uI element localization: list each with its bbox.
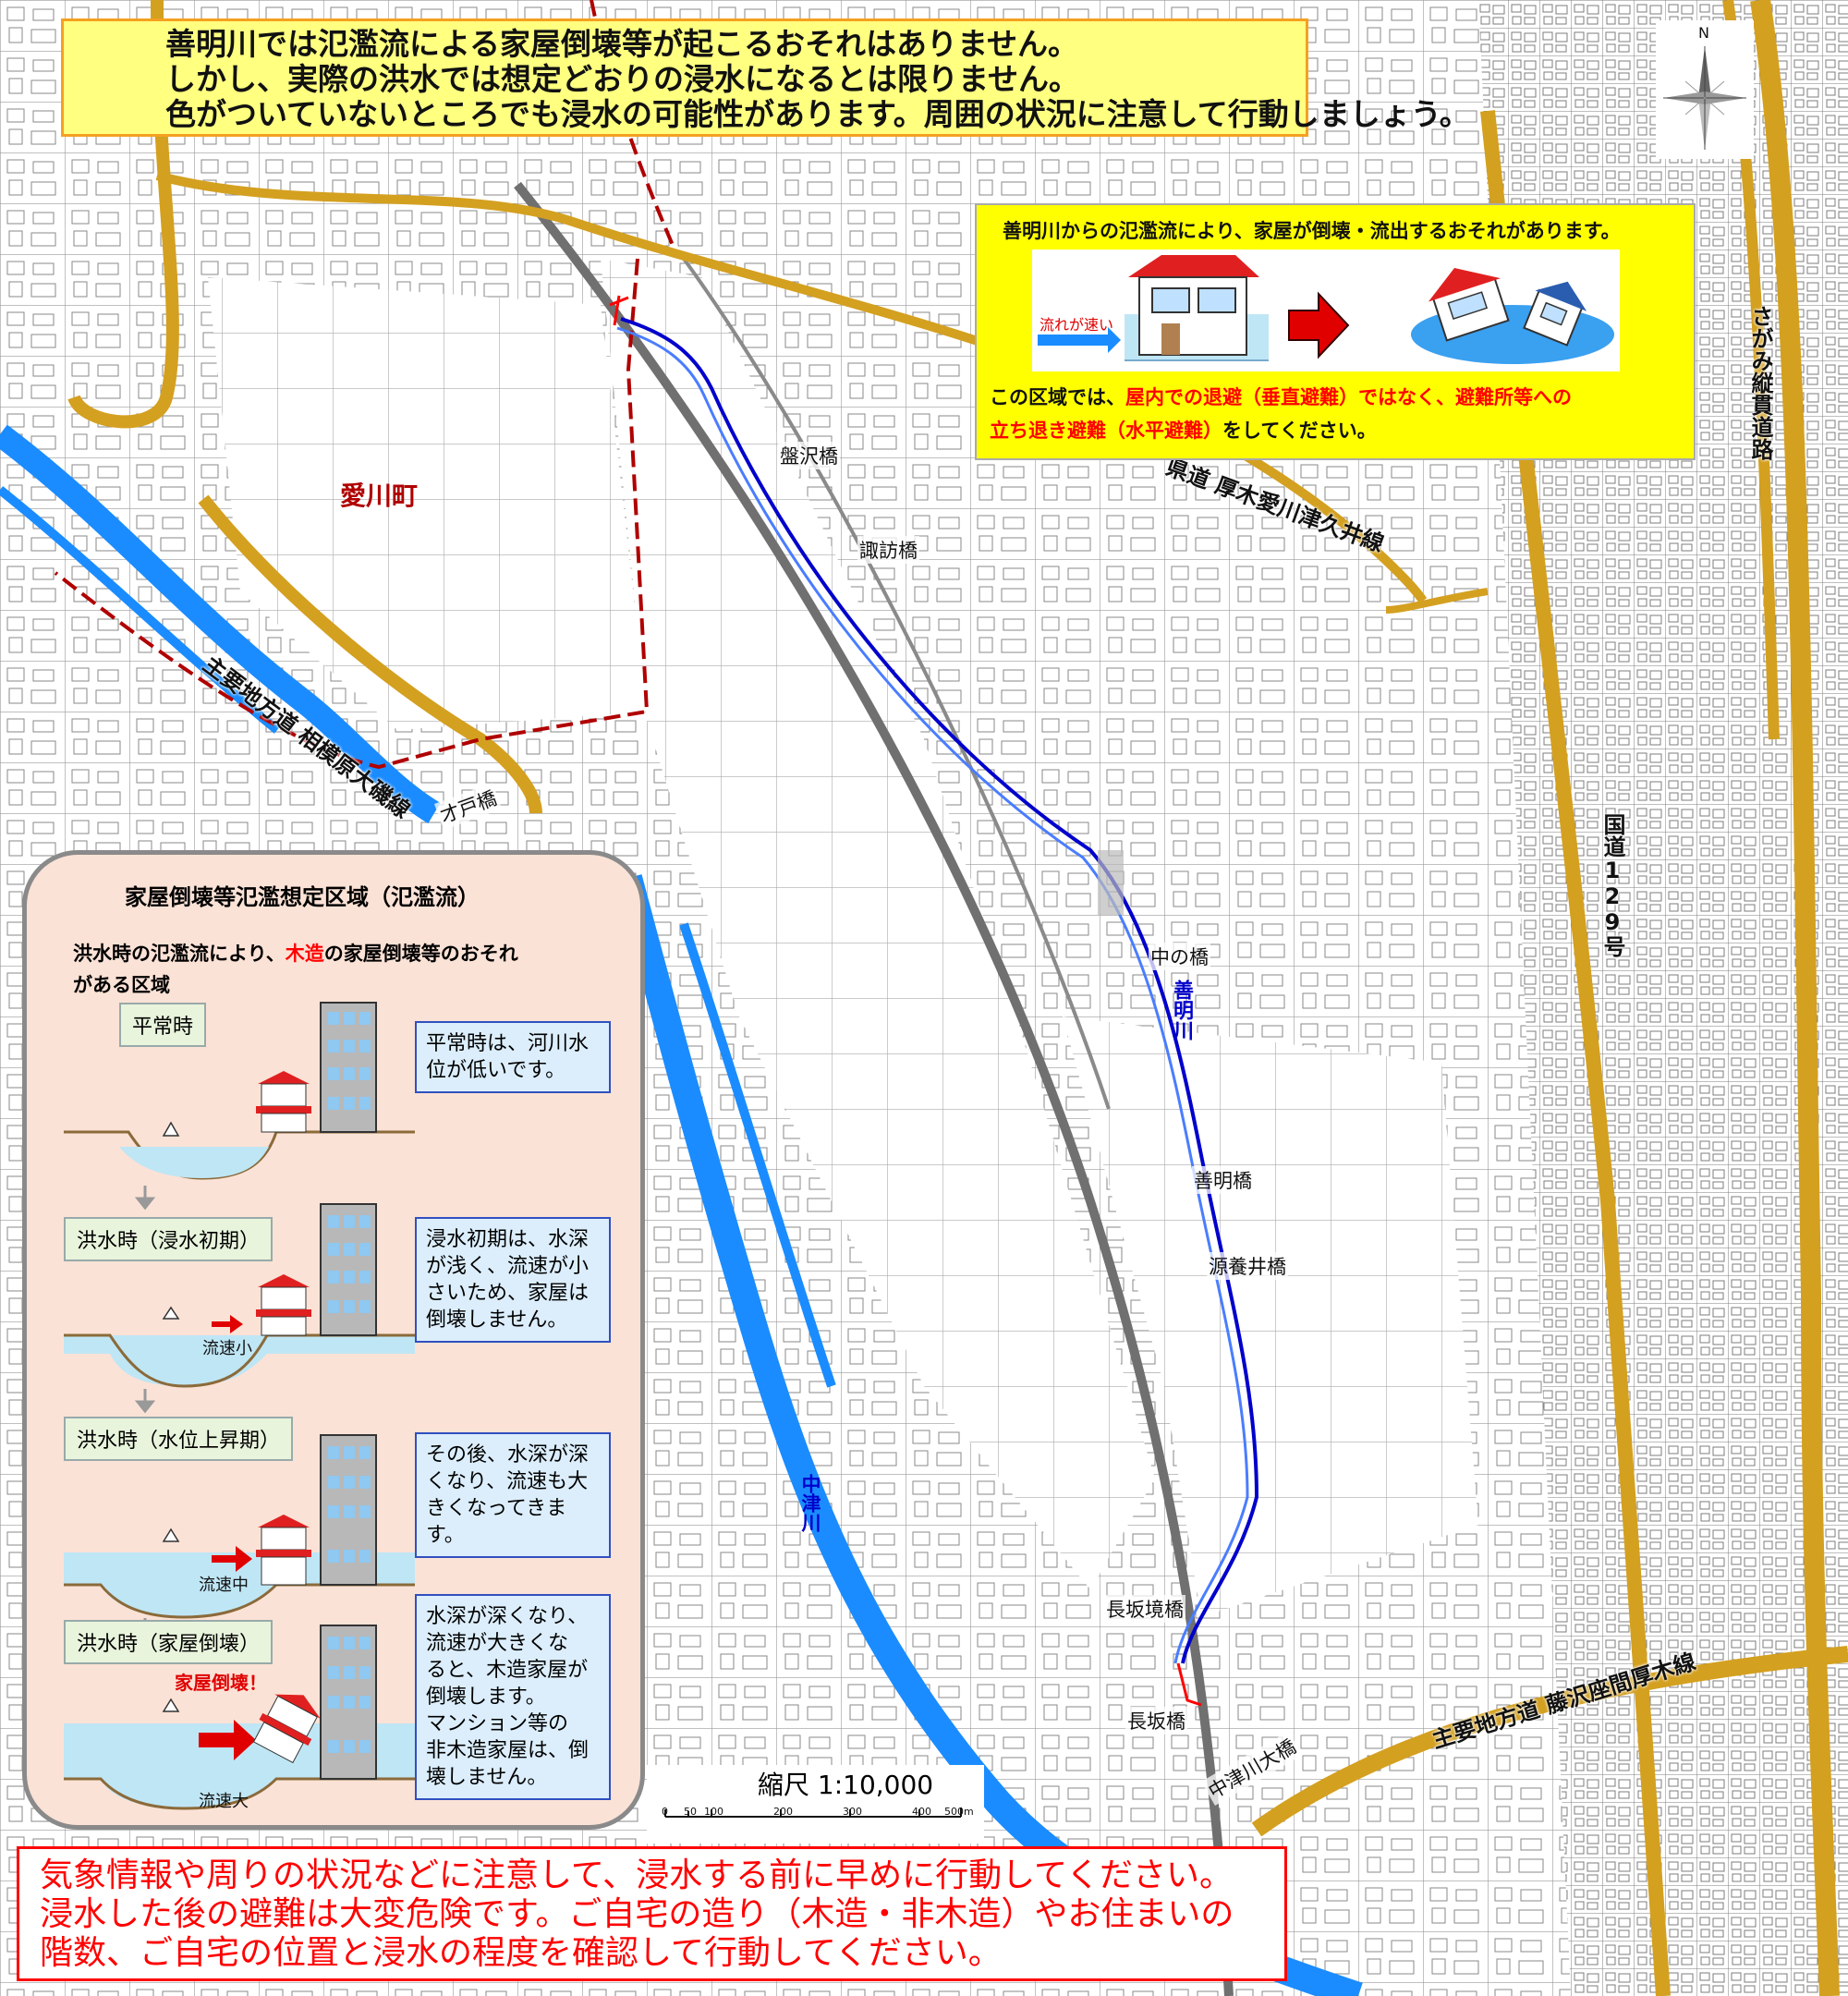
legend-desc-emphasis: 木造	[285, 943, 324, 965]
bottom-notice-line: 気象情報や周りの状況などに注意して、浸水する前に早めに行動してください。	[40, 1856, 1233, 1894]
bridge-label: 盤沢橋	[778, 442, 840, 469]
legend-cross-section-figures	[64, 1002, 415, 1810]
stage-note-line: す。	[426, 1524, 465, 1547]
scale-tick-label: 0	[662, 1806, 668, 1818]
stage-note-rising: その後、水深が深 くなり、流速も大 きくなってきま す。	[415, 1432, 611, 1558]
stage-note-line: 流速が大きくな	[426, 1632, 569, 1655]
map-scale: 縮尺 1:10,000 0 50 100 200 300 400 500m	[647, 1765, 984, 1844]
bridge-label: 長坂橋	[1125, 1707, 1187, 1734]
scale-tick-label: 300	[843, 1806, 862, 1818]
compass-rose-icon	[1663, 46, 1746, 150]
house-washout-illustration: 流れが速い	[1032, 250, 1620, 371]
legend-desc-text: がある区域	[73, 974, 170, 996]
stage-label-normal: 平常時	[119, 1003, 207, 1047]
house-washout-icon	[1038, 255, 1614, 364]
speed-label-small: 流速小	[202, 1339, 252, 1358]
stage-note-line: 平常時は、河川水	[426, 1032, 590, 1055]
stage-note-line: が浅く、流速が小	[426, 1255, 590, 1278]
stage-note-collapse: 水深が深くなり、 流速が大きくな ると、木造家屋が 倒壊します。 マンション等の…	[415, 1594, 611, 1800]
flow-fast-label: 流れが速い	[1040, 316, 1114, 334]
scale-bar	[664, 1807, 962, 1818]
legend-title: 家屋倒壊等氾濫想定区域（氾濫流）	[125, 884, 480, 910]
stage-note-line: 壊しません。	[426, 1766, 548, 1789]
top-notice-line: 善明川では氾濫流による家屋倒壊等が起こるおそれはありません。	[165, 26, 1079, 62]
warning-title: 善明川からの氾濫流により、家屋が倒壊・流出するおそれがあります。	[1003, 220, 1621, 242]
stage-note-line: ると、木造家屋が	[426, 1659, 589, 1682]
legend-description: 洪水時の氾濫流により、木造の家屋倒壊等のおそれ がある区域	[73, 938, 518, 1001]
stage-note-normal: 平常時は、河川水 位が低いです。	[415, 1021, 611, 1093]
stage-note-line: 非木造家屋は、倒	[426, 1739, 590, 1762]
stage-note-line: 位が低いです。	[426, 1059, 566, 1082]
bottom-notice-line: 階数、ご自宅の位置と浸水の程度を確認して行動してください。	[40, 1934, 1002, 1972]
stage-initial-figure	[64, 1203, 415, 1388]
speed-label-medium: 流速中	[199, 1576, 249, 1595]
warning-body-emphasis: 立ち退き避難（水平避難）	[990, 420, 1222, 442]
stage-note-line: 浸水初期は、水深	[426, 1228, 590, 1251]
stage-note-line: くなり、流速も大	[426, 1470, 589, 1493]
scale-tick-label: 500m	[944, 1806, 974, 1818]
river-label-nakatsu: 中津川	[799, 1474, 821, 1532]
warning-body-emphasis: 屋内での退避（垂直避難）ではなく、避難所等への	[1125, 386, 1572, 408]
legend-desc-text: 洪水時の氾濫流により、	[73, 943, 286, 965]
stage-note-line: きくなってきま	[426, 1497, 567, 1520]
scale-ratio: 縮尺 1:10,000	[758, 1770, 934, 1800]
bridge-label: 善明橋	[1192, 1166, 1254, 1194]
scale-tick-label: 50	[684, 1806, 697, 1818]
bridge-label: 中の橋	[1149, 943, 1210, 970]
warning-body: この区域では、屋内での退避（垂直避難）ではなく、避難所等への 立ち退き避難（水平…	[990, 381, 1572, 447]
bridge-label: 長坂境橋	[1104, 1595, 1185, 1623]
stage-note-line: マンション等の	[426, 1712, 569, 1735]
river-label-zenmyo: 善明川	[1170, 980, 1193, 1041]
top-notice-line: しかし、実際の洪水では想定どおりの浸水になるとは限りません。	[165, 61, 1080, 97]
stage-note-line: 水深が深くなり、	[426, 1605, 589, 1628]
bridge-label: 諏訪橋	[857, 536, 919, 564]
warning-body-text: この区域では、	[990, 386, 1125, 408]
collapse-warning-label: 家屋倒壊！	[175, 1672, 267, 1694]
stage-normal-figure	[64, 1002, 415, 1180]
stage-label-collapse: 洪水時（家屋倒壊）	[64, 1620, 274, 1664]
town-label: 愛川町	[340, 481, 419, 511]
scale-tick-label: 100	[704, 1806, 723, 1818]
stage-note-line: 倒壊します。	[426, 1686, 546, 1709]
stage-note-initial: 浸水初期は、水深 が浅く、流速が小 さいため、家屋は 倒壊しません。	[415, 1217, 611, 1343]
scale-tick-label: 200	[773, 1806, 793, 1818]
collapse-warning-box: 善明川からの氾濫流により、家屋が倒壊・流出するおそれがあります。 流れが速い こ…	[975, 203, 1696, 460]
speed-label-large: 流速大	[199, 1792, 249, 1811]
top-notice-line: 色がついていないところでも浸水の可能性があります。周囲の状況に注意して行動しまし…	[165, 96, 1470, 132]
bottom-notice: 気象情報や周りの状況などに注意して、浸水する前に早めに行動してください。 浸水し…	[17, 1846, 1287, 1981]
warning-body-text: をしてください。	[1222, 420, 1377, 442]
road-label-sagami-jukan: さがみ縦貫道路	[1747, 305, 1773, 460]
scale-tick-label: 400	[912, 1806, 931, 1818]
bridge-label: 源養井橋	[1207, 1252, 1288, 1280]
bottom-notice-line: 浸水した後の避難は大変危険です。ご自宅の造り（木造・非木造）やお住まいの	[40, 1895, 1234, 1933]
compass: N	[1656, 20, 1754, 159]
stage-rising-figure	[64, 1434, 415, 1619]
stage-note-line: 倒壊しません。	[426, 1308, 568, 1332]
road-label-route-129: 国道129号	[1599, 813, 1625, 957]
stage-note-line: その後、水深が深	[426, 1443, 590, 1467]
compass-north-label: N	[1698, 24, 1709, 42]
flood-collapse-legend: 家屋倒壊等氾濫想定区域（氾濫流） 洪水時の氾濫流により、木造の家屋倒壊等のおそれ…	[22, 850, 645, 1830]
stage-label-rising: 洪水時（水位上昇期）	[64, 1417, 294, 1461]
legend-desc-text: の家屋倒壊等のおそれ	[323, 943, 518, 965]
stage-label-initial: 洪水時（浸水初期）	[64, 1217, 274, 1261]
top-notice: 善明川では氾濫流による家屋倒壊等が起こるおそれはありません。 しかし、実際の洪水…	[61, 18, 1470, 137]
stage-note-line: さいため、家屋は	[426, 1282, 590, 1305]
stage-collapse-figure	[64, 1625, 415, 1810]
